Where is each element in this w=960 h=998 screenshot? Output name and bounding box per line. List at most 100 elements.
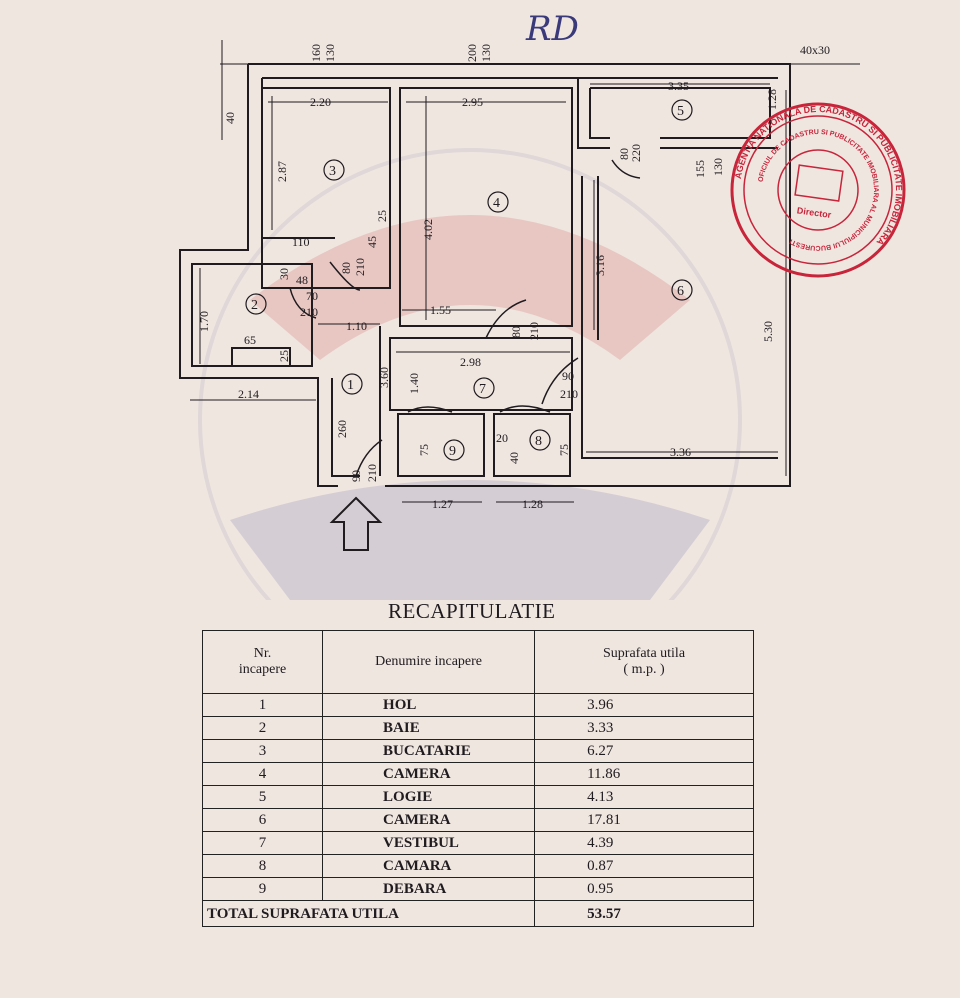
dim-2-98: 2.98 [460,355,481,369]
dim-2-20: 2.20 [310,95,331,109]
dim-80: 80 [509,326,523,338]
dim-210: 210 [353,258,367,276]
room-labels: 3 2 4 5 6 1 7 9 8 [245,99,693,461]
dim-210: 210 [560,387,578,401]
dim-25: 25 [375,210,389,222]
room-nr: 4 [201,762,324,786]
room-nr: 7 [201,831,324,855]
dim-110: 110 [292,235,310,249]
dim-70: 70 [306,289,318,303]
header-nr-line1: Nr. [253,646,272,661]
dim-220: 220 [629,144,643,162]
total-label: TOTAL SUPRAFATA UTILA [201,900,536,927]
dim-200: 200 [465,44,479,62]
entrance-arrow-icon [329,496,383,551]
dim-40: 40 [223,112,237,124]
dim-30: 30 [277,268,291,280]
dim-65: 65 [244,333,256,347]
dim-1-10: 1.10 [346,319,367,333]
room-nr: 2 [201,716,324,740]
room-area: 4.39 [534,831,754,855]
room-name: CAMERA [322,808,536,832]
room-name: LOGIE [322,785,536,809]
dim-40x30: 40x30 [800,43,830,57]
recap-header-row: Nr. incapere Denumire incapere Suprafata… [201,630,754,694]
dim-260: 260 [335,420,349,438]
dim-45: 45 [365,236,379,248]
room-8-label: 8 [535,434,542,449]
room-6-label: 6 [677,284,684,299]
dim-5-30: 5.30 [761,321,775,342]
dim-1-28: 1.28 [522,497,543,511]
header-name-text: Denumire incapere [375,654,482,669]
dim-80: 80 [617,148,631,160]
dim-130: 130 [711,158,725,176]
room-name: HOL [322,693,536,717]
room-area: 0.95 [534,877,754,901]
dim-48: 48 [296,273,308,287]
dim-210: 210 [300,305,318,319]
dim-3-60: 3.60 [377,367,391,388]
room-nr: 3 [201,739,324,763]
header-nr: Nr. incapere [201,630,324,694]
header-nr-line2: incapere [238,662,287,677]
room-name: VESTIBUL [322,831,536,855]
room-name: BAIE [322,716,536,740]
header-area-line2: ( m.p. ) [623,662,665,677]
watermark-logo [198,148,742,600]
dim-3-16: 3.16 [593,255,607,276]
dim-25: 25 [277,350,291,362]
room-area: 0.87 [534,854,754,878]
room-area: 11.86 [534,762,754,786]
room-nr: 8 [201,854,324,878]
room-area: 6.27 [534,739,754,763]
signature: RD [525,9,579,49]
dim-155: 155 [693,160,707,178]
recap-title: RECAPITULATIE [388,599,556,623]
dim-160: 160 [309,44,323,62]
dim-210: 210 [365,464,379,482]
dim-2-87: 2.87 [275,161,289,182]
dimension-labels: 160 130 200 130 40x30 40 2.20 2.95 3.35 … [197,43,830,511]
room-name: CAMERA [322,762,536,786]
dim-130: 130 [323,44,337,62]
dim-75: 75 [557,444,571,456]
room-nr: 5 [201,785,324,809]
dim-90: 90 [349,470,363,482]
room-2-label: 2 [251,298,258,313]
room-nr: 1 [201,693,324,717]
door-arcs [289,159,641,477]
dim-2-95: 2.95 [462,95,483,109]
floor-plan: RD [179,9,915,600]
room-name: DEBARA [322,877,536,901]
room-5-label: 5 [677,104,684,119]
header-area: Suprafata utila ( m.p. ) [534,630,754,694]
dim-4-02: 4.02 [421,219,435,240]
dim-40: 40 [507,452,521,464]
stamp-inner-text: OFICIUL DE CADASTRU SI PUBLICITATE IMOBI… [749,121,887,259]
dim-3-35: 3.35 [668,79,689,93]
dim-20: 20 [496,431,508,445]
room-9-label: 9 [449,444,456,459]
dimension-lines [190,40,860,503]
dim-1-70: 1.70 [197,311,211,332]
dim-80: 80 [339,262,353,274]
dim-90: 90 [562,369,574,383]
stamp-center-text: Director [796,205,832,220]
cadastre-stamp: AGENTIA NATIONALA DE CADASTRU SI PUBLICI… [726,93,915,278]
dim-130: 130 [479,44,493,62]
room-1-label: 1 [347,378,354,393]
room-area: 3.96 [534,693,754,717]
room-area: 4.13 [534,785,754,809]
room-nr: 9 [201,877,324,901]
total-value: 53.57 [534,900,754,927]
